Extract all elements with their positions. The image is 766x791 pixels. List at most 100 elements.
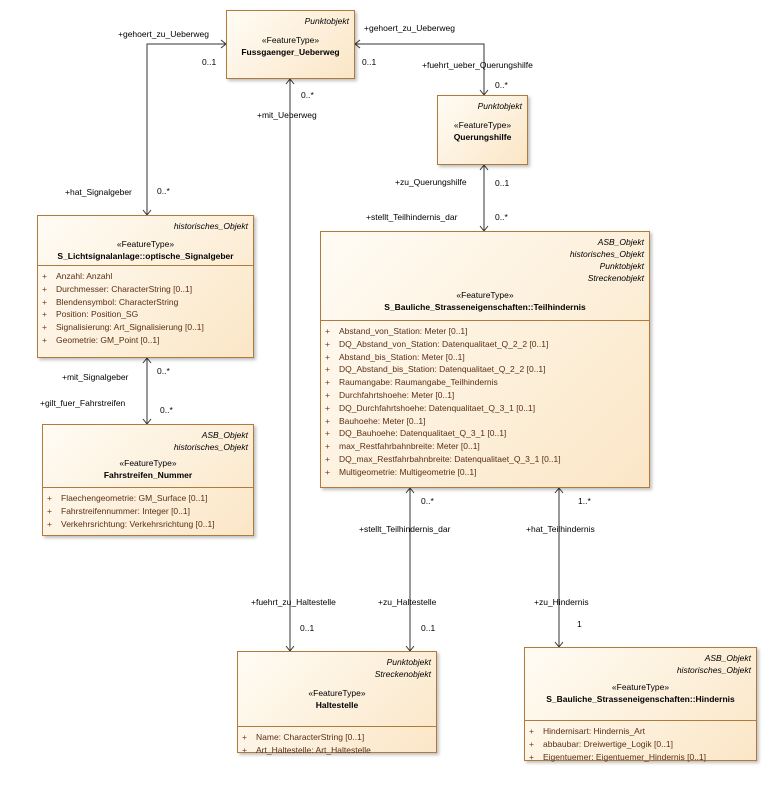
multiplicity-label: 0..1 [202, 57, 217, 67]
stereotype: Streckenobjekt [374, 669, 431, 679]
attribute: +DQ_Bauhoehe: Datenqualitaet_Q_3_1 [0..1… [325, 428, 507, 439]
class-teilhindernis[interactable]: ASB_Objekt historisches_Objekt Punktobje… [320, 231, 650, 488]
attribute: +Bauhoehe: Meter [0..1] [325, 415, 426, 426]
attribute: +Anzahl: Anzahl [42, 271, 113, 281]
role-label: +gilt_fuer_Fahrstreifen [40, 398, 126, 408]
attribute: +Fahrstreifennummer: Integer [0..1] [47, 505, 190, 516]
class-header: ASB_Objekt historisches_Objekt «FeatureT… [525, 648, 756, 721]
class-name: Querungshilfe [453, 132, 512, 142]
stereotype: historisches_Objekt [173, 221, 248, 231]
class-header: Punktobjekt «FeatureType» Querungshilfe [438, 96, 527, 149]
arrow-head [354, 39, 361, 49]
role-label: +mit_Ueberweg [257, 110, 317, 120]
stereotype: Streckenobjekt [587, 273, 644, 283]
class-name: Haltestelle [315, 700, 359, 710]
role-label: +stellt_Teilhindernis_dar [366, 212, 458, 222]
attribute: +Abstand_bis_Station: Meter [0..1] [325, 351, 465, 362]
assoc-fussgaenger-querungshilfe [355, 43, 485, 95]
multiplicity-label: 1..* [578, 496, 591, 506]
role-label: +fuehrt_zu_Haltestelle [251, 597, 336, 607]
attribute: +Abstand_von_Station: Meter [0..1] [325, 326, 468, 336]
featuretype-stereotype: «FeatureType» [456, 290, 514, 300]
class-optische-signalgeber[interactable]: historisches_Objekt «FeatureType» S_Lich… [37, 215, 254, 358]
class-header: ASB_Objekt historisches_Objekt «FeatureT… [43, 425, 253, 488]
attribute: +Geometrie: GM_Point [0..1] [42, 334, 160, 345]
role-label: +zu_Hindernis [534, 597, 589, 607]
stereotype: Punktobjekt [304, 16, 349, 26]
arrow-head [142, 357, 152, 364]
role-label: +stellt_Teilhindernis_dar [359, 524, 451, 534]
attribute: +Multigeometrie: Multigeometrie [0..1] [325, 466, 477, 477]
multiplicity-label: 0..1 [421, 623, 436, 633]
role-label: +gehoert_zu_Ueberweg [118, 29, 209, 39]
role-label: +zu_Haltestelle [378, 597, 437, 607]
class-name: Fussgaenger_Ueberweg [241, 47, 340, 57]
attribute: +max_Restfahrbahnbreite: Meter [0..1] [325, 441, 480, 452]
attribute: +Name: CharacterString [0..1] [242, 732, 365, 742]
stereotype: ASB_Objekt [201, 430, 248, 440]
assoc-fussgaenger-lichtsignal [146, 43, 226, 215]
stereotype: Punktobjekt [386, 657, 431, 667]
multiplicity-label: 0..* [157, 186, 170, 196]
arrow-head [285, 78, 295, 85]
attribute: +Hindernisart: Hindernis_Art [529, 726, 646, 736]
multiplicity-label: 0..1 [362, 57, 377, 67]
stereotype: Punktobjekt [599, 261, 644, 271]
attribute: +Art_Haltestelle: Art_Haltestelle [242, 744, 371, 755]
attribute: +Position: Position_SG [42, 309, 139, 320]
stereotype: historisches_Objekt [173, 442, 248, 452]
attribute-list: +Abstand_von_Station: Meter [0..1] +DQ_A… [321, 321, 649, 482]
attribute-list: +Anzahl: Anzahl +Durchmesser: CharacterS… [38, 266, 253, 350]
featuretype-stereotype: «FeatureType» [119, 458, 177, 468]
attribute: +Durchfahrtshoehe: Meter [0..1] [325, 389, 455, 400]
class-name: Fahrstreifen_Nummer [103, 470, 193, 480]
attribute-list: +Flaechengeometrie: GM_Surface [0..1] +F… [43, 488, 253, 533]
attribute: +Signalisierung: Art_Signalisierung [0..… [42, 322, 204, 333]
attribute-list: +Hindernisart: Hindernis_Art +abbaubar: … [525, 721, 756, 766]
role-label: +zu_Querungshilfe [395, 177, 467, 187]
featuretype-stereotype: «FeatureType» [261, 35, 320, 45]
attribute: +Blendensymbol: CharacterString [42, 296, 179, 307]
arrow-head [554, 487, 564, 494]
multiplicity-label: 0..1 [300, 623, 315, 633]
multiplicity-label: 0..* [160, 405, 173, 415]
class-haltestelle[interactable]: Punktobjekt Streckenobjekt «FeatureType»… [237, 651, 437, 755]
attribute: +DQ_Durchfahrtshoehe: Datenqualitaet_Q_3… [325, 402, 536, 413]
featuretype-stereotype: «FeatureType» [453, 120, 512, 130]
attribute: +abbaubar: Dreiwertige_Logik [0..1] [529, 738, 673, 749]
class-header: Punktobjekt Streckenobjekt «FeatureType»… [238, 652, 436, 727]
attribute: +Eigentuemer: Eigentuemer_Hindernis [0..… [529, 751, 707, 762]
attribute: +DQ_Abstand_von_Station: Datenqualitaet_… [325, 338, 549, 349]
multiplicity-label: 0..* [421, 496, 434, 506]
attribute: +DQ_Abstand_bis_Station: Datenqualitaet_… [325, 364, 546, 375]
arrow-head [405, 487, 415, 494]
class-hindernis[interactable]: ASB_Objekt historisches_Objekt «FeatureT… [524, 647, 757, 762]
attribute: +Durchmesser: CharacterString [0..1] [42, 283, 193, 294]
role-label: +gehoert_zu_Ueberweg [364, 23, 455, 33]
class-fahrstreifen-nummer[interactable]: ASB_Objekt historisches_Objekt «FeatureT… [42, 424, 254, 536]
class-header: historisches_Objekt «FeatureType» S_Lich… [38, 216, 253, 266]
class-name: S_Bauliche_Strasseneigenschaften::Teilhi… [384, 302, 586, 312]
class-header: Punktobjekt «FeatureType» Fussgaenger_Ue… [227, 11, 354, 64]
arrow-head [479, 164, 489, 171]
stereotype: historisches_Objekt [569, 249, 644, 259]
multiplicity-label: 1 [577, 619, 582, 629]
attribute: +Flaechengeometrie: GM_Surface [0..1] [47, 493, 208, 503]
class-name: S_Bauliche_Strasseneigenschaften::Hinder… [546, 694, 735, 704]
multiplicity-label: 0..1 [495, 178, 510, 188]
class-querungshilfe[interactable]: Punktobjekt «FeatureType» Querungshilfe [437, 95, 528, 165]
stereotype: ASB_Objekt [597, 237, 644, 247]
stereotype: Punktobjekt [477, 101, 522, 111]
featuretype-stereotype: «FeatureType» [611, 682, 670, 692]
stereotype: ASB_Objekt [704, 653, 751, 663]
multiplicity-label: 0..* [495, 80, 508, 90]
featuretype-stereotype: «FeatureType» [116, 239, 175, 249]
multiplicity-label: 0..* [301, 90, 314, 100]
featuretype-stereotype: «FeatureType» [308, 688, 366, 698]
role-label: +fuehrt_ueber_Querungshilfe [422, 60, 533, 70]
class-fussgaenger-ueberweg[interactable]: Punktobjekt «FeatureType» Fussgaenger_Ue… [226, 10, 355, 79]
multiplicity-label: 0..* [495, 212, 508, 222]
stereotype: historisches_Objekt [676, 665, 751, 675]
role-label: +hat_Teilhindernis [526, 524, 595, 534]
class-header: ASB_Objekt historisches_Objekt Punktobje… [321, 232, 649, 321]
